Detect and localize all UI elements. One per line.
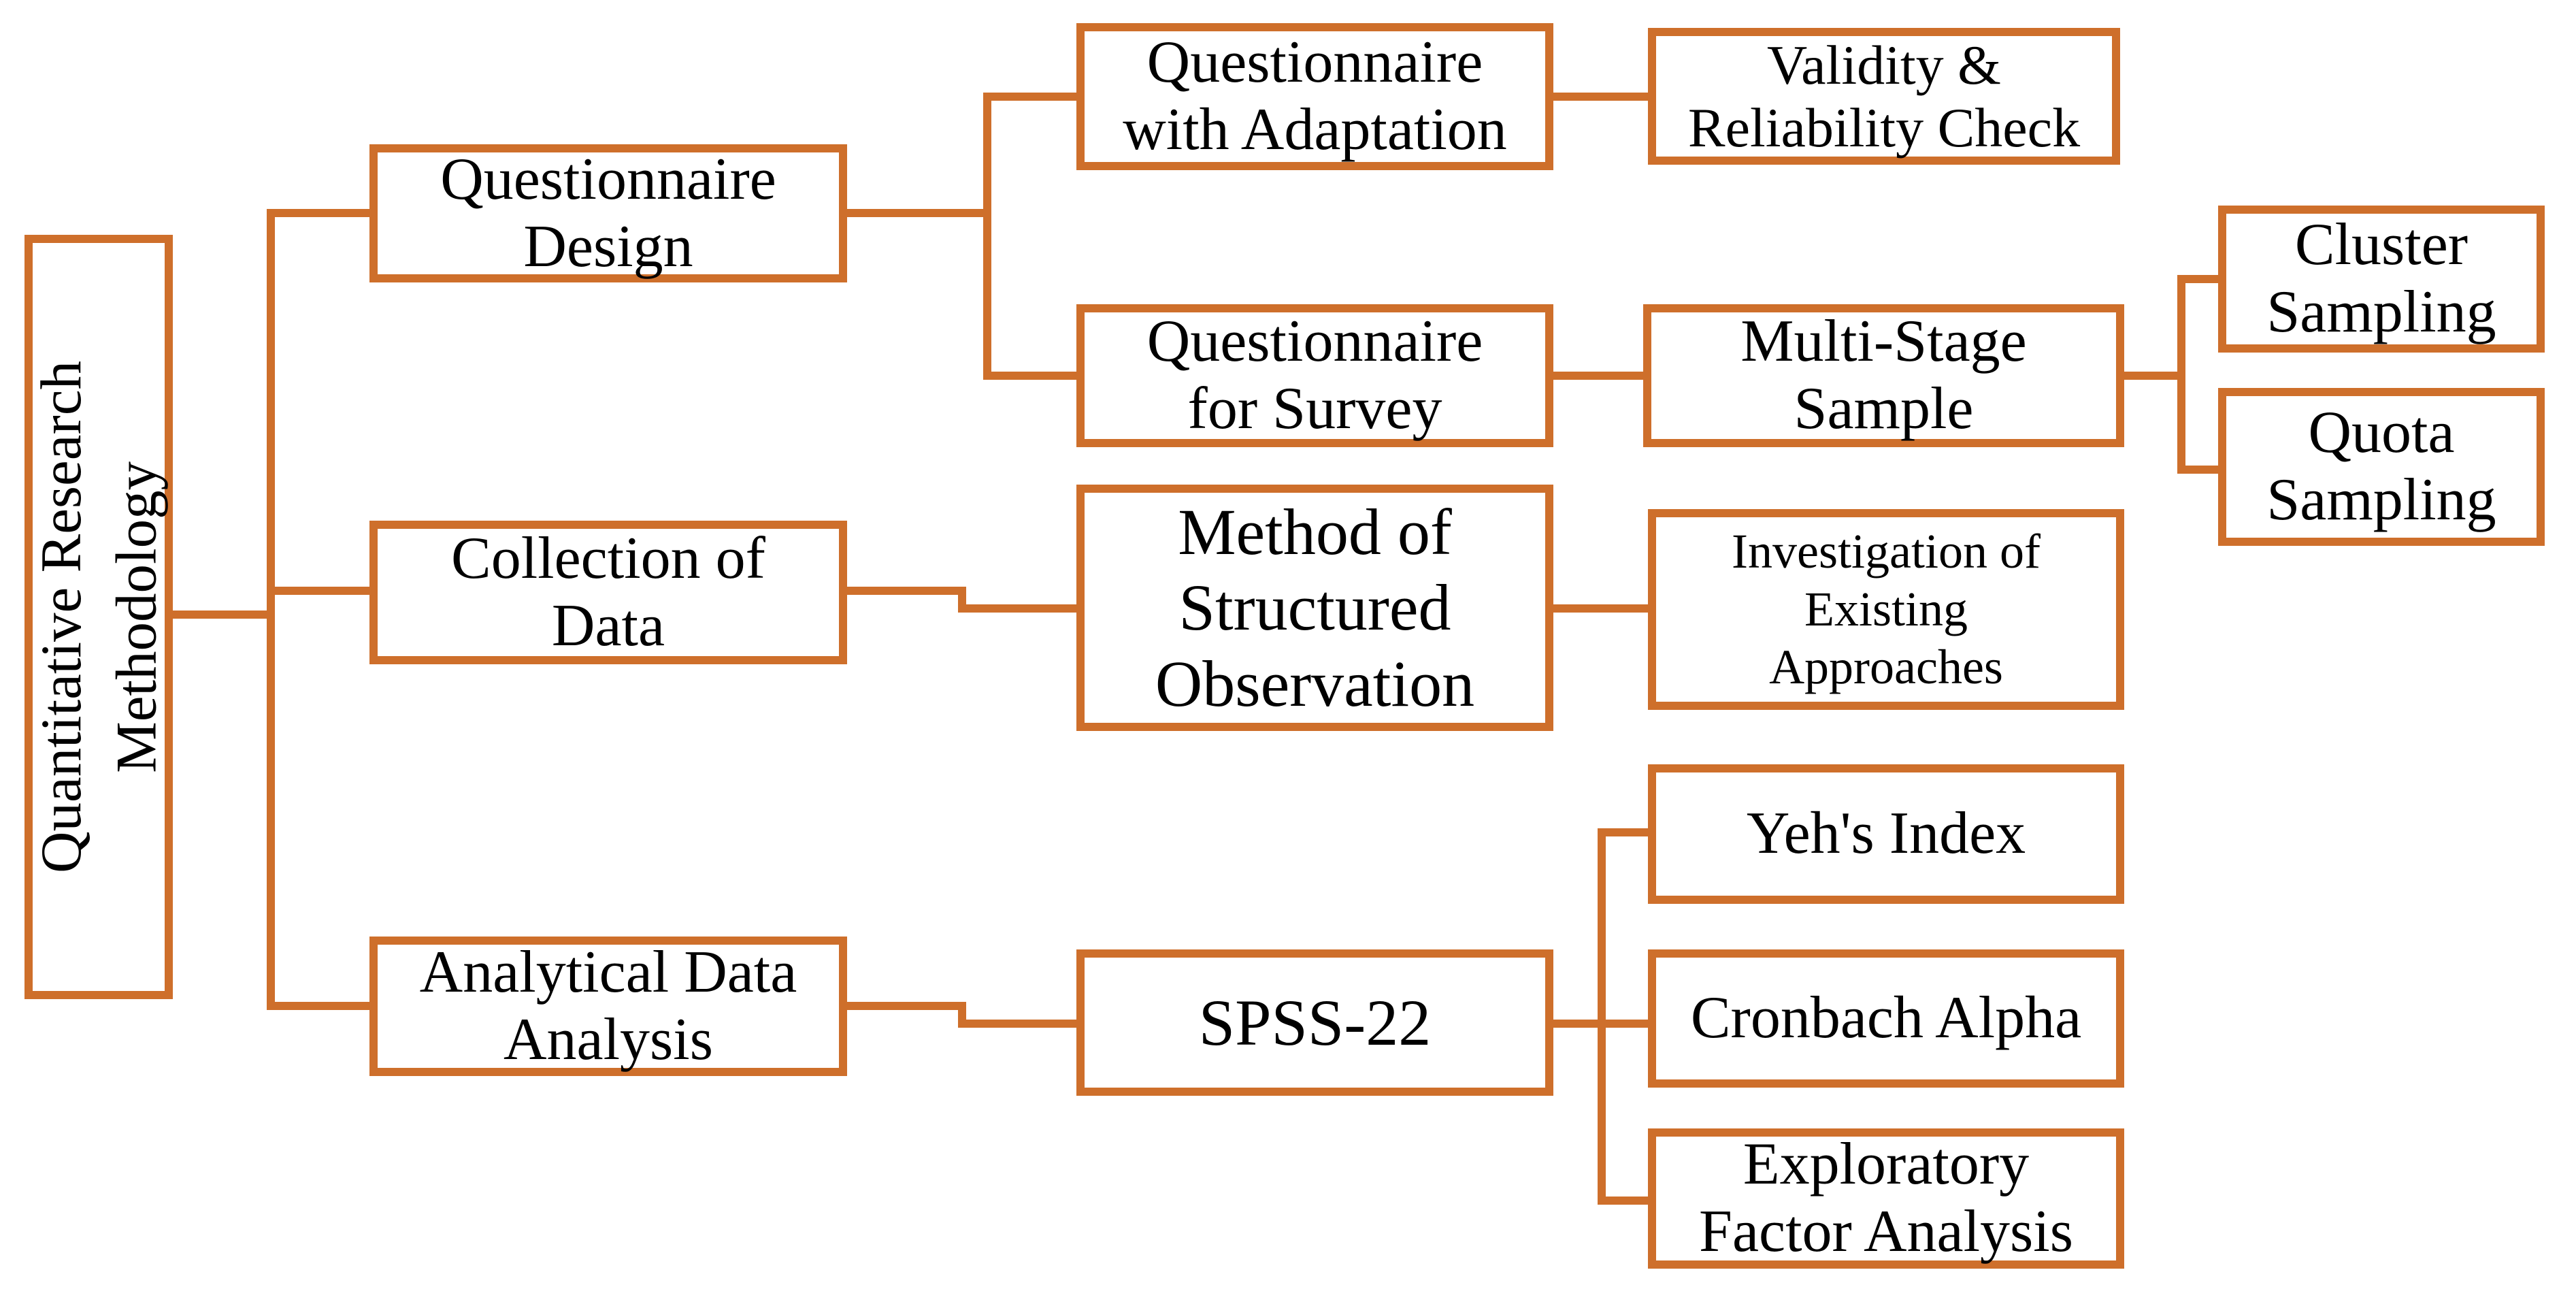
connector-survey-to-multistage bbox=[1553, 372, 1643, 380]
connector-qdesign-to-trunk2 bbox=[847, 209, 991, 217]
connector-root-to-trunk1 bbox=[173, 611, 275, 619]
connector-multistage-to-trunk3 bbox=[2124, 372, 2185, 380]
connector-branch-cluster bbox=[2177, 275, 2218, 283]
connector-trunk2 bbox=[983, 93, 991, 380]
connector-collection-jog-h1 bbox=[847, 587, 966, 595]
quota-sampling-node: Quota Sampling bbox=[2218, 388, 2545, 546]
cluster-sampling-node: Cluster Sampling bbox=[2218, 206, 2545, 353]
connector-branch-quota bbox=[2177, 466, 2218, 474]
multi-stage-sample-node: Multi-Stage Sample bbox=[1643, 304, 2124, 447]
connector-branch-with-adaptation bbox=[983, 93, 1076, 101]
cronbach-alpha-node: Cronbach Alpha bbox=[1648, 949, 2124, 1088]
root-node: Quantitative Research Methodology bbox=[24, 235, 173, 999]
method-structured-observation-node: Method of Structured Observation bbox=[1076, 485, 1553, 731]
investigation-existing-approaches-node: Investigation of Existing Approaches bbox=[1648, 509, 2124, 710]
root-label: Quantitative Research Methodology bbox=[29, 361, 169, 873]
connector-branch-analytical bbox=[267, 1002, 369, 1010]
collection-of-data-node: Collection of Data bbox=[369, 521, 847, 664]
connector-method-to-investigation bbox=[1553, 604, 1648, 613]
connector-branch-exploratory bbox=[1598, 1197, 1648, 1205]
connector-collection-jog-h2 bbox=[958, 604, 1076, 613]
connector-branch-collection-of-data bbox=[267, 587, 369, 595]
connector-trunk4 bbox=[1598, 828, 1606, 1205]
connector-adaptation-to-validity bbox=[1553, 93, 1648, 101]
connector-branch-yehs-index bbox=[1598, 828, 1648, 836]
questionnaire-for-survey-node: Questionnaire for Survey bbox=[1076, 304, 1553, 447]
analytical-data-analysis-node: Analytical Data Analysis bbox=[369, 937, 847, 1076]
connector-analytical-jog-h2 bbox=[958, 1020, 1076, 1028]
connector-trunk1 bbox=[267, 209, 275, 1010]
spss-22-node: SPSS-22 bbox=[1076, 949, 1553, 1096]
exploratory-factor-analysis-node: Exploratory Factor Analysis bbox=[1648, 1128, 2124, 1269]
yehs-index-node: Yeh's Index bbox=[1648, 764, 2124, 904]
validity-reliability-check-node: Validity & Reliability Check bbox=[1648, 28, 2120, 165]
connector-trunk3 bbox=[2177, 275, 2185, 474]
connector-analytical-jog-h1 bbox=[847, 1002, 966, 1010]
questionnaire-with-adaptation-node: Questionnaire with Adaptation bbox=[1076, 23, 1553, 170]
questionnaire-design-node: Questionnaire Design bbox=[369, 144, 847, 282]
connector-branch-questionnaire-design bbox=[267, 209, 369, 217]
connector-branch-for-survey bbox=[983, 372, 1076, 380]
